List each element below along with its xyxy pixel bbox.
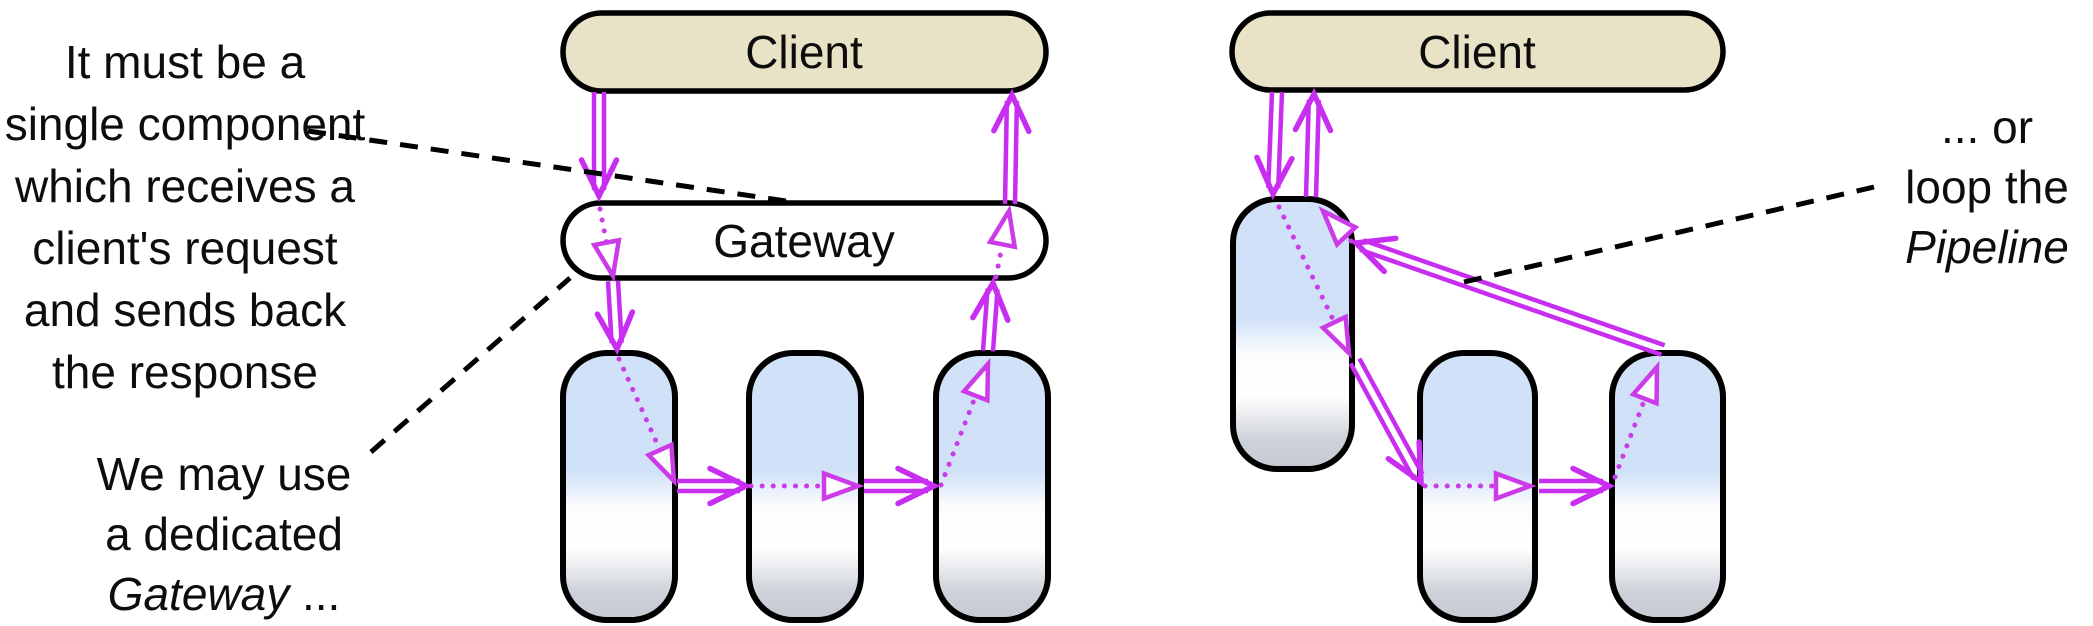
note-line: loop the xyxy=(1905,161,2069,213)
left-arrow-client-to-gateway xyxy=(578,92,620,203)
left-arrow-gateway-to-comp1 xyxy=(594,280,636,356)
left-arrow-comp1-to-comp2 xyxy=(677,465,753,507)
left-pipeline-component-1 xyxy=(560,350,678,623)
left-gateway-box xyxy=(560,200,1049,281)
note-single-component: It must be a single component which rece… xyxy=(5,36,366,398)
callout-line-gateway-definition xyxy=(307,128,801,206)
right-loop-arrow-comp3-to-comp1 xyxy=(1350,235,1666,357)
note-line: It must be a xyxy=(65,36,306,88)
right-flow-through-comp1-up xyxy=(1318,206,1360,249)
left-flow-through-gateway-down xyxy=(590,206,622,283)
right-flow-through-comp3 xyxy=(1612,360,1660,480)
note-line: and sends back xyxy=(24,284,347,336)
right-arrow-client-to-comp1 xyxy=(1254,91,1295,201)
right-arrow-comp2-to-comp3 xyxy=(1539,465,1616,507)
note-line: ... or xyxy=(1941,101,2033,153)
left-gateway-label: Gateway xyxy=(713,215,895,267)
left-client-box xyxy=(560,10,1049,94)
left-flow-through-comp1 xyxy=(616,356,677,487)
right-client-label: Client xyxy=(1418,26,1536,78)
note-loop-pipeline: ... or loop the Pipeline xyxy=(1905,101,2069,273)
left-arrow-gateway-to-client xyxy=(991,88,1032,205)
note-line: which receives a xyxy=(14,160,355,212)
note-dedicated-gateway: We may use a dedicated Gateway ... xyxy=(97,448,352,620)
left-arrow-comp3-to-gateway xyxy=(970,276,1011,352)
right-arrow-comp1-to-client xyxy=(1292,87,1334,198)
callout-line-dedicated-gateway xyxy=(369,276,572,454)
right-pipeline-component-3 xyxy=(1609,350,1726,623)
left-flow-through-comp2 xyxy=(748,470,865,502)
left-arrow-comp2-to-comp3 xyxy=(864,465,941,507)
note-line: a dedicated xyxy=(105,508,343,560)
note-line: Gateway ... xyxy=(108,568,341,620)
right-flow-through-comp1-down xyxy=(1276,204,1352,359)
callout-line-loop-pipeline xyxy=(1463,184,1875,285)
note-line: the response xyxy=(52,346,318,398)
left-client-label: Client xyxy=(745,26,863,78)
left-pipeline-component-3 xyxy=(933,350,1051,623)
note-line: We may use xyxy=(97,448,352,500)
right-pipeline-component-1 xyxy=(1230,196,1355,472)
note-line: single component xyxy=(5,98,366,150)
note-line: Pipeline xyxy=(1905,221,2069,273)
note-line: client's request xyxy=(32,222,338,274)
right-arrow-comp1-to-comp2 xyxy=(1348,357,1425,488)
right-client-box xyxy=(1229,10,1726,93)
left-flow-through-gateway-up xyxy=(986,204,1018,280)
right-flow-through-comp2 xyxy=(1422,470,1537,502)
left-flow-through-comp3 xyxy=(938,357,991,488)
